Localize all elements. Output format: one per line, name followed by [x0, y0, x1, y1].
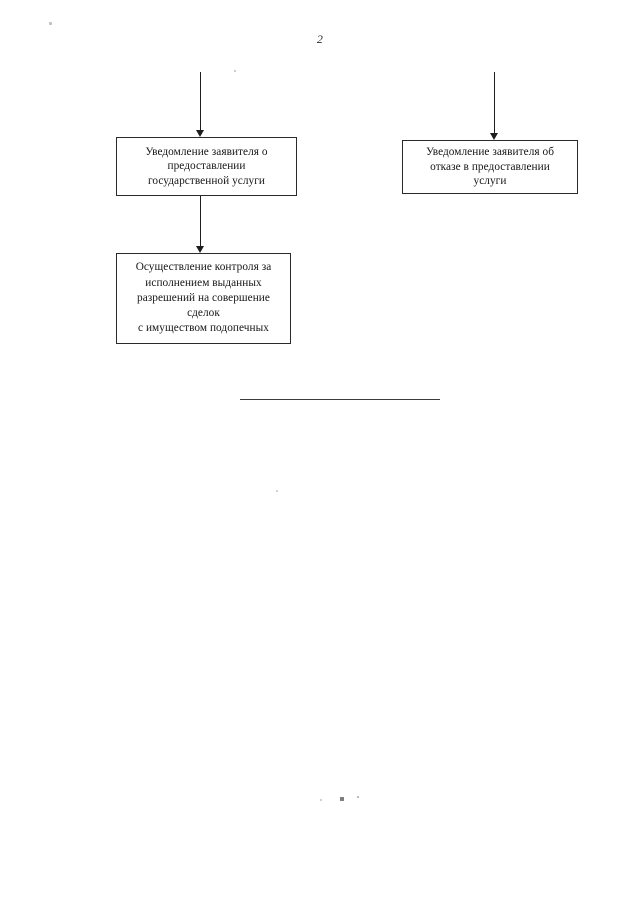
arrow-head — [490, 133, 499, 140]
scan-artifact-speck — [320, 799, 322, 801]
horizontal-divider-line — [240, 399, 440, 401]
flowchart-node-label: Уведомление заявителя о предоставлении г… — [145, 145, 268, 187]
scan-artifact-speck — [234, 70, 236, 72]
arrow-head — [196, 246, 205, 253]
flowchart-node-control: Осуществление контроля за исполнением вы… — [116, 253, 291, 344]
scan-artifact-speck — [340, 797, 344, 801]
flowchart-node-label: Осуществление контроля за исполнением вы… — [135, 261, 272, 335]
arrow-stem — [494, 72, 496, 133]
arrow-head — [196, 130, 205, 137]
page-number: 2 — [316, 32, 324, 46]
flowchart-node-label: Уведомление заявителя об отказе в предос… — [425, 146, 555, 188]
arrow-stem — [200, 72, 202, 130]
flowchart-node-notify-refusal: Уведомление заявителя об отказе в предос… — [402, 140, 578, 194]
arrow-stem — [200, 196, 202, 246]
scan-artifact-speck — [49, 22, 52, 25]
scan-artifact-speck — [276, 490, 278, 492]
scan-artifact-speck — [357, 796, 359, 798]
flowchart-node-notify-grant: Уведомление заявителя о предоставлении г… — [116, 137, 297, 196]
